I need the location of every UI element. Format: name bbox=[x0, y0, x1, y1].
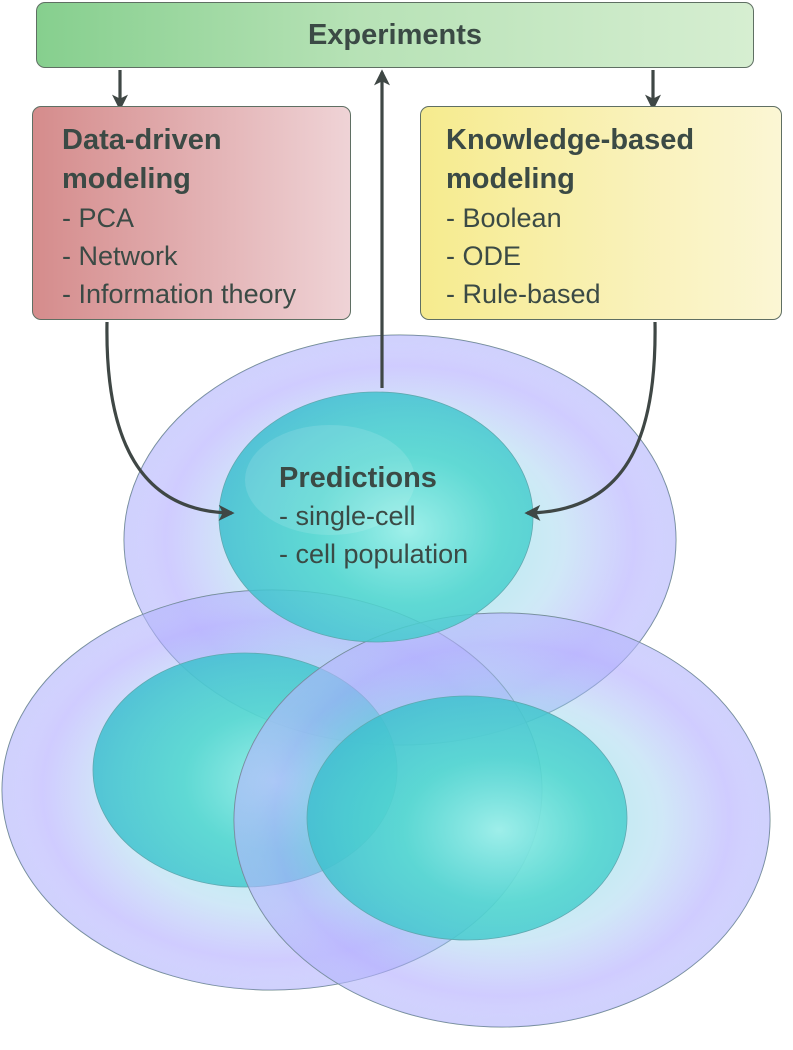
predictions-item-cell-population: - cell population bbox=[279, 539, 469, 569]
predictions-item-single-cell: - single-cell bbox=[279, 501, 416, 531]
cell-lower-right bbox=[233, 612, 771, 1028]
nucleus-lower-right bbox=[306, 695, 628, 941]
data-driven-modeling-box: Data-driven modeling - PCA - Network - I… bbox=[32, 106, 351, 320]
data-driven-item-information-theory: - Information theory bbox=[62, 279, 297, 309]
arrows bbox=[105, 69, 661, 521]
experiments-box: Experiments bbox=[36, 2, 754, 68]
arrow-knowledge-to-predictions bbox=[524, 321, 657, 521]
knowledge-based-item-rule-based: - Rule-based bbox=[446, 279, 601, 309]
knowledge-based-title-line2: modeling bbox=[446, 163, 575, 195]
predictions-label-group: Predictions - single-cell - cell populat… bbox=[279, 459, 468, 573]
experiments-label: Experiments bbox=[307, 18, 483, 51]
data-driven-title-line1: Data-driven bbox=[62, 124, 222, 156]
knowledge-based-item-boolean: - Boolean bbox=[446, 203, 562, 233]
cell-top-nucleus bbox=[218, 391, 534, 643]
arrow-data-to-predictions bbox=[105, 321, 235, 521]
knowledge-based-item-ode: - ODE bbox=[446, 241, 522, 271]
predictions-title: Predictions bbox=[279, 462, 437, 494]
data-driven-item-network: - Network bbox=[62, 241, 178, 271]
knowledge-based-title-line1: Knowledge-based bbox=[446, 124, 695, 156]
knowledge-based-modeling-box: Knowledge-based modeling - Boolean - ODE… bbox=[420, 106, 782, 320]
data-driven-item-pca: - PCA bbox=[62, 203, 135, 233]
data-driven-title-line2: modeling bbox=[62, 163, 191, 195]
